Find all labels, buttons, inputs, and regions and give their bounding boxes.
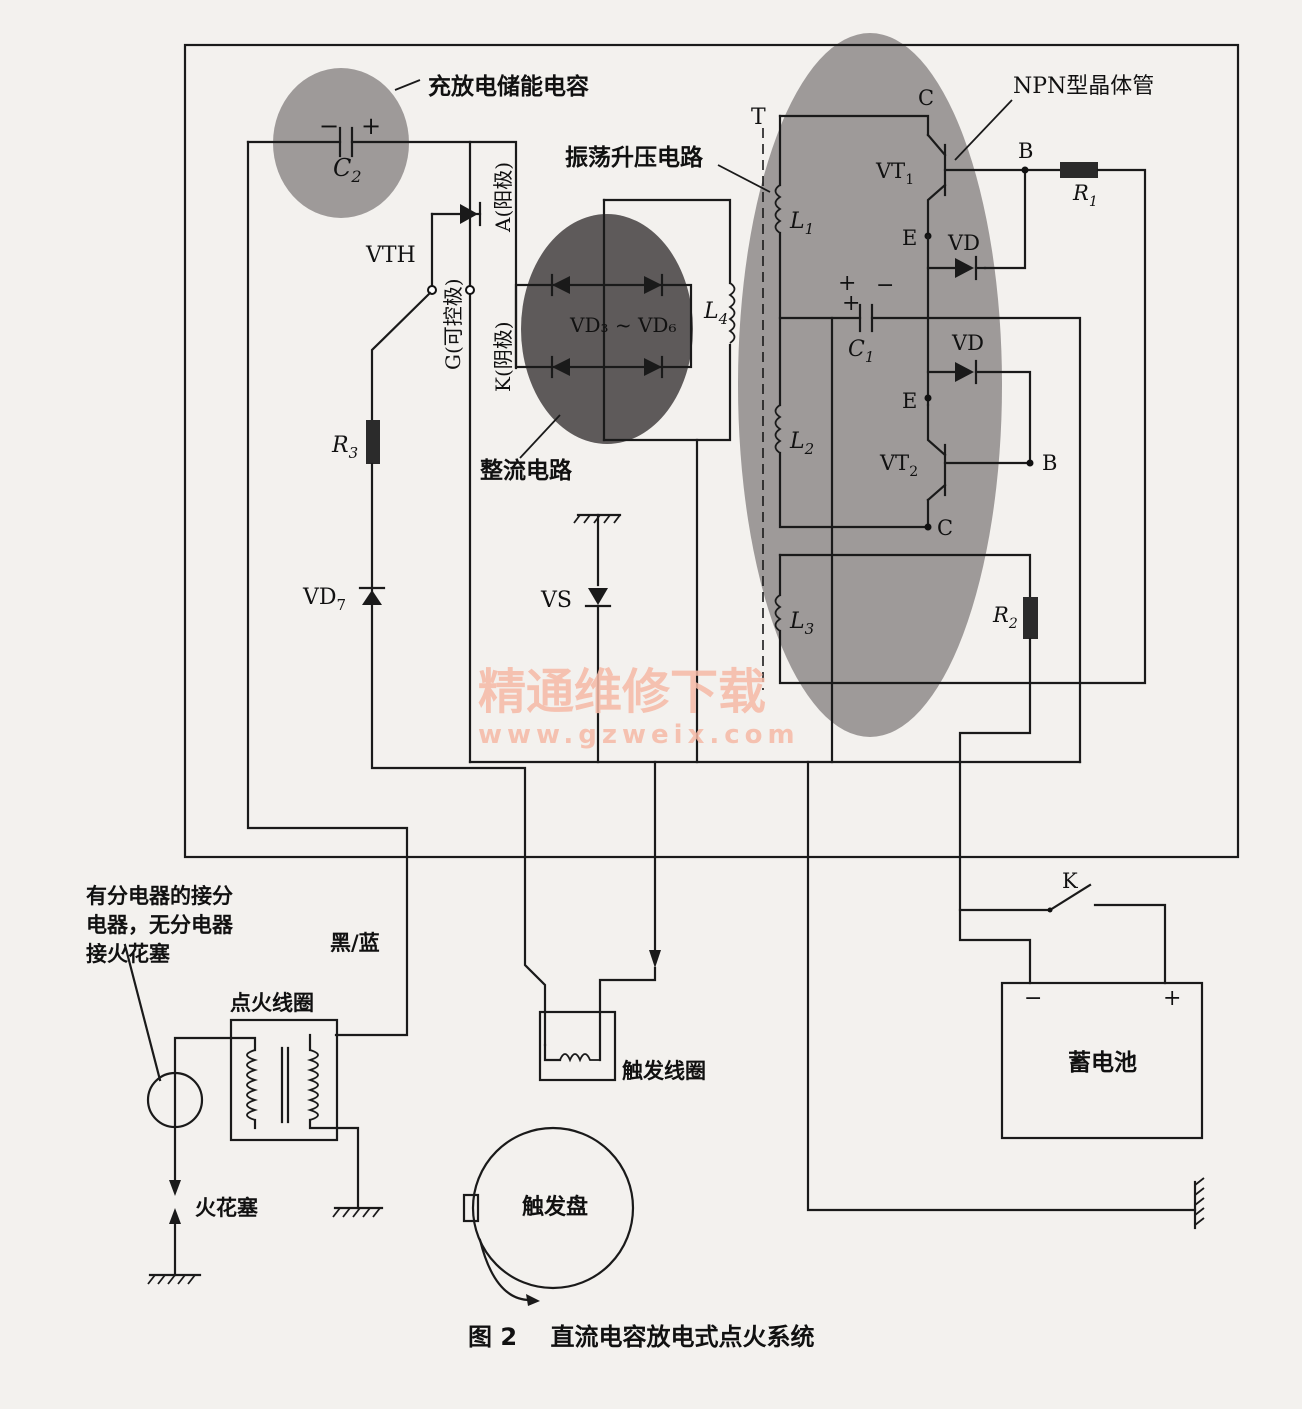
- label-vt2: VT2: [879, 451, 918, 480]
- label-vth: VTH: [365, 243, 416, 268]
- zener-vs: [573, 513, 622, 764]
- resistor-r2: [1023, 597, 1038, 639]
- trigger-coil: [538, 760, 661, 1082]
- label-l2: L2: [789, 429, 814, 458]
- label-c1-plus-2: +: [842, 291, 860, 316]
- spark-plug: [147, 1180, 202, 1285]
- label-distributor-3: 接火花塞: [86, 942, 171, 966]
- label-battery-plus: +: [1163, 986, 1181, 1011]
- label-r3: R3: [331, 433, 358, 462]
- coil-l4: [728, 282, 736, 344]
- label-anode: A(阳极): [491, 162, 515, 233]
- label-trigger-coil: 触发线圈: [622, 1059, 706, 1083]
- resistor-r3: [366, 420, 380, 464]
- label-switch-k: K: [1062, 869, 1078, 893]
- distributor-callout-line: [123, 943, 162, 1082]
- label-oscillator: 振荡升压电路: [565, 144, 704, 171]
- label-cathode: K(阴极): [491, 321, 515, 392]
- oscillator-highlight: [738, 33, 1002, 737]
- label-transformer-t: T: [751, 105, 766, 130]
- label-vs: VS: [540, 588, 572, 613]
- label-vt2-e: E: [902, 389, 917, 413]
- transistor-vt2: [924, 403, 1034, 531]
- module-frame: [183, 43, 1240, 859]
- label-distributor-2: 电器，无分电器: [86, 913, 234, 937]
- rectifier-bridge: [514, 198, 732, 442]
- label-vd7: VD7: [302, 585, 346, 614]
- label-battery: 蓄电池: [1068, 1050, 1137, 1076]
- label-c2-plus: +: [361, 112, 381, 140]
- rectifier-highlight: [521, 214, 693, 444]
- label-distributor-1: 有分电器的接分: [86, 884, 233, 908]
- label-vt1: VT1: [875, 159, 914, 188]
- label-c1-plus-1: +: [838, 271, 856, 296]
- diode-vd7: [358, 586, 386, 605]
- label-c1-minus: −: [876, 273, 894, 298]
- battery: [958, 883, 1204, 1140]
- diode-vd-bottom: [924, 359, 1032, 465]
- label-vt1-e: E: [902, 226, 917, 250]
- label-l4: L4: [703, 299, 728, 328]
- label-storage-capacitor: 充放电储能电容: [428, 73, 589, 100]
- resistor-r1: [1060, 162, 1098, 178]
- wire-c2-to-coil: [246, 140, 409, 1037]
- label-ignition-coil: 点火线圈: [230, 991, 314, 1015]
- label-gate: G(可控极): [441, 278, 465, 370]
- label-vd-top: VD: [947, 231, 980, 255]
- label-l3: L3: [789, 609, 814, 638]
- ground-right: [1193, 1177, 1205, 1230]
- label-c2: C2: [333, 154, 362, 186]
- label-battery-minus: −: [1024, 986, 1042, 1011]
- label-r2: R2: [992, 603, 1018, 632]
- label-trigger-disc: 触发盘: [522, 1194, 588, 1220]
- watermark-main: 精通维修下载: [478, 664, 766, 720]
- label-spark-plug: 火花塞: [195, 1196, 259, 1220]
- label-vt1-c: C: [918, 86, 934, 110]
- distributor-symbol: [146, 1071, 204, 1129]
- label-r1: R1: [1072, 181, 1098, 210]
- label-npn: NPN型晶体管: [1013, 74, 1154, 99]
- label-vd3-vd6: VD₃ ~ VD₆: [569, 313, 676, 337]
- label-c1: C1: [848, 337, 874, 366]
- label-c2-minus: −: [319, 112, 339, 140]
- watermark-url: www.gzweix.com: [478, 720, 800, 750]
- thyristor-vth: [370, 140, 482, 764]
- oscillator-coils: [774, 114, 1147, 764]
- label-vt1-b: B: [1018, 139, 1033, 163]
- transistor-vt1: [924, 133, 1147, 270]
- diode-vd-top: [926, 234, 987, 407]
- label-rectifier: 整流电路: [480, 457, 573, 484]
- trigger-disc: [462, 1126, 635, 1306]
- label-vd-bottom: VD: [951, 331, 984, 355]
- ignition-coil: [173, 1018, 384, 1218]
- figure-caption: 图 2 直流电容放电式点火系统: [468, 1323, 814, 1351]
- label-vt2-b: B: [1042, 451, 1057, 475]
- label-vt2-c: C: [937, 516, 953, 540]
- label-wire-color: 黑/蓝: [330, 931, 380, 955]
- label-l1: L1: [789, 209, 814, 238]
